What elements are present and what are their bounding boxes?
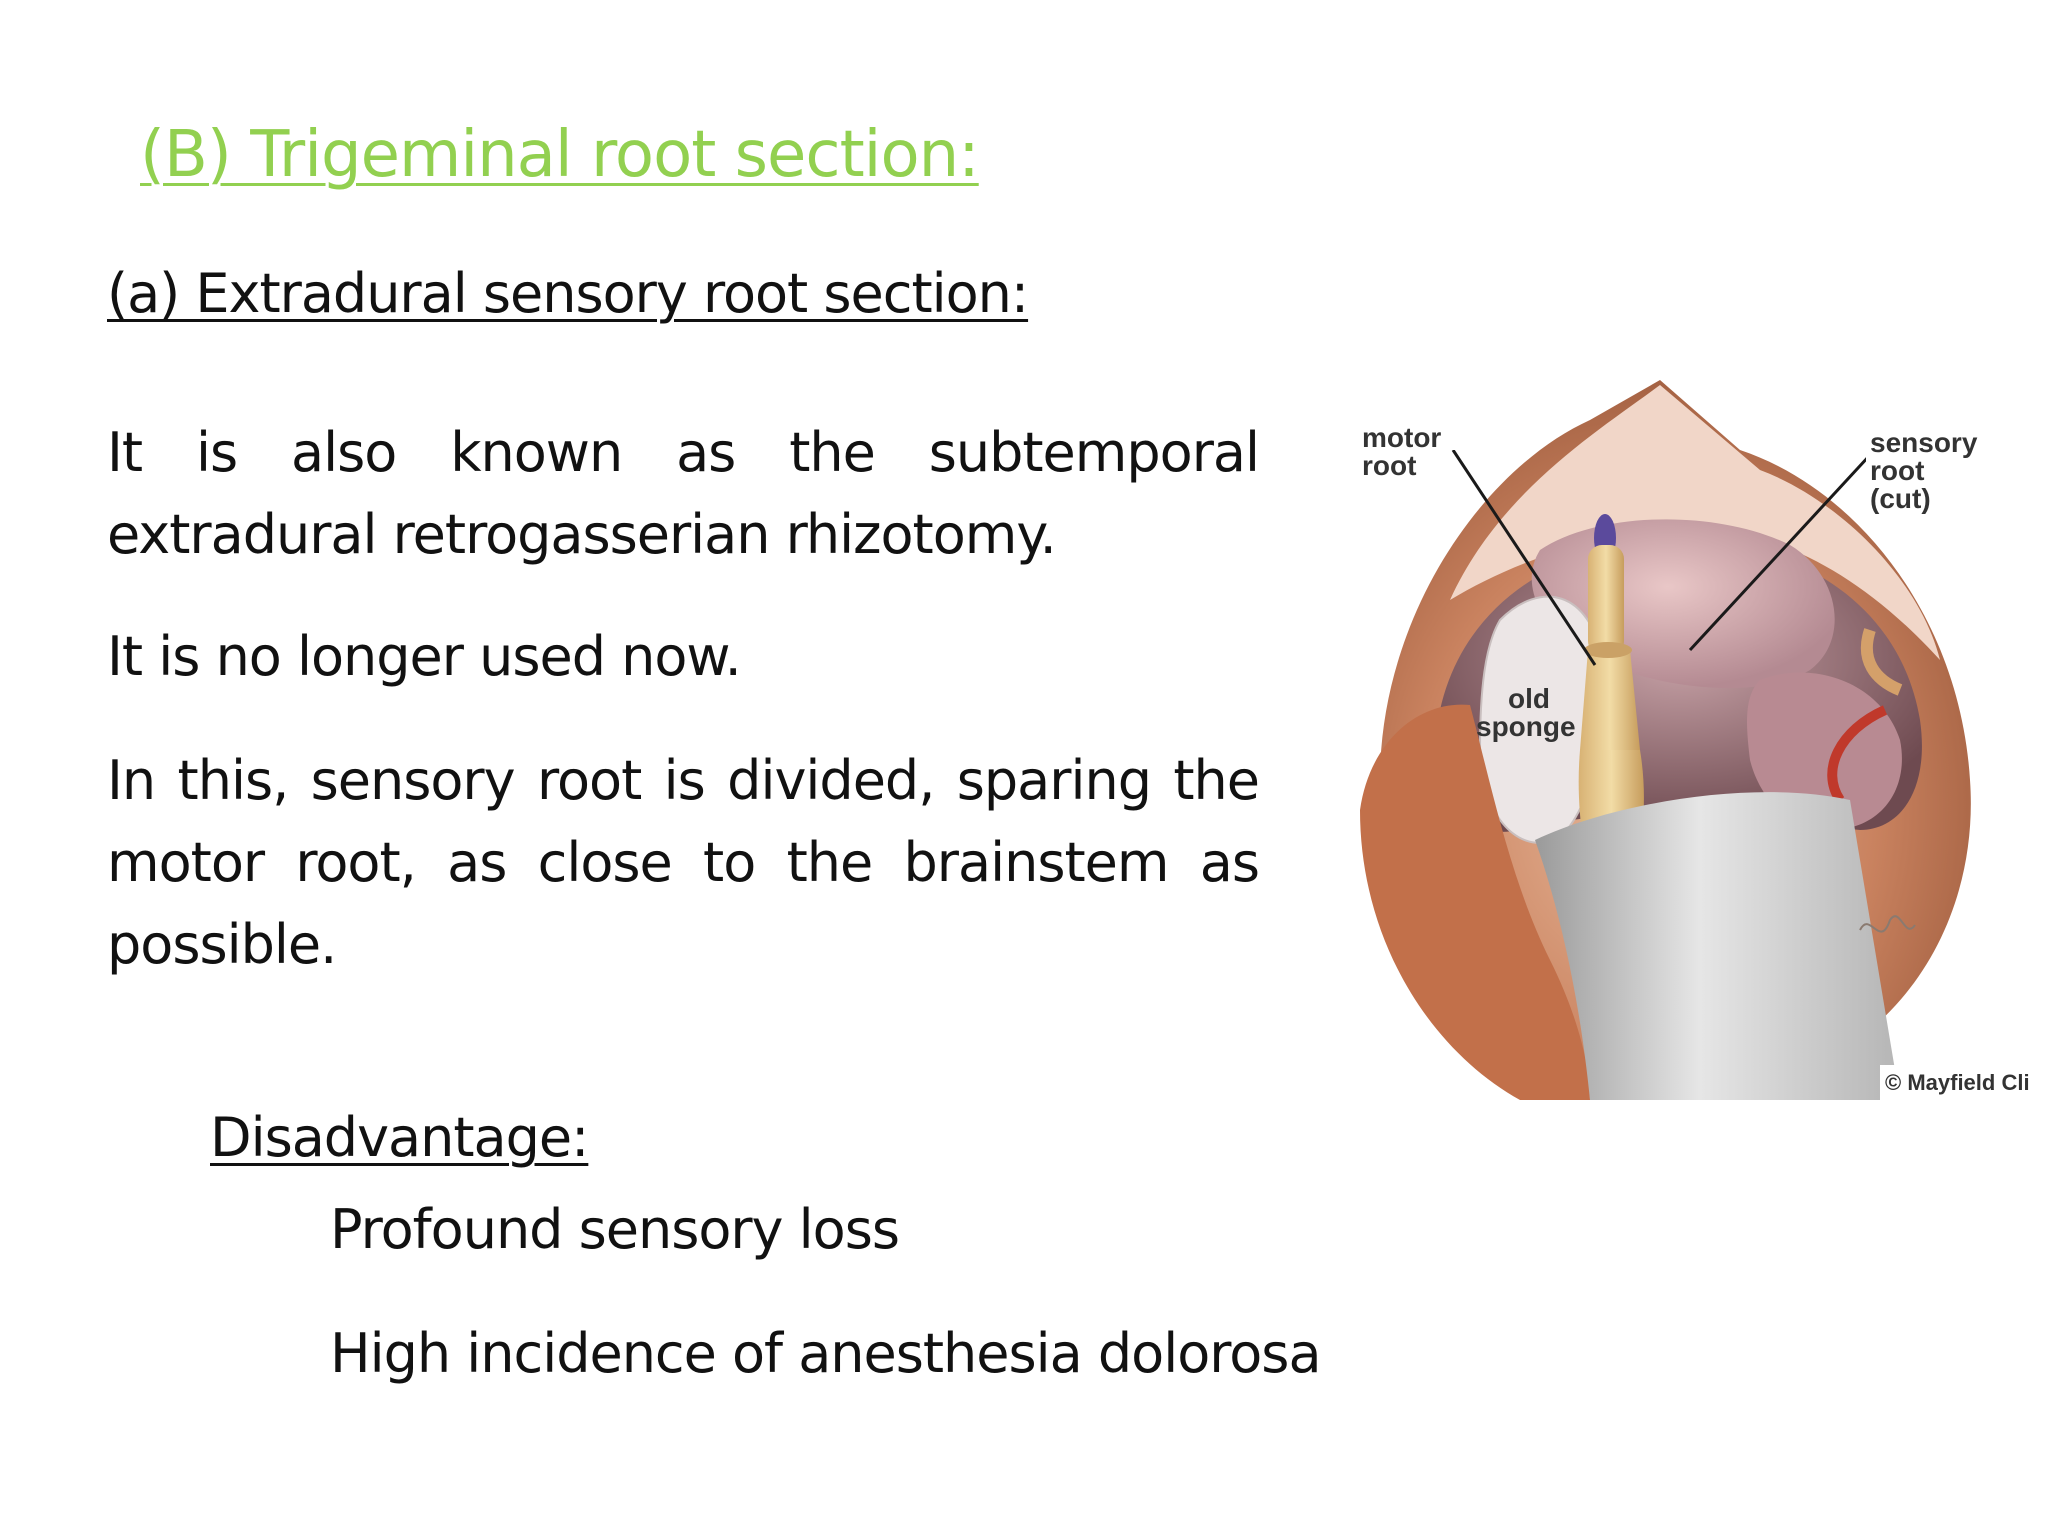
paragraph-also-known-as: It is also known as the subtemporal extr… — [107, 421, 1260, 566]
section-subheading: (a) Extradural sensory root section: — [107, 262, 1029, 325]
disadvantage-item: Profound sensory loss — [330, 1198, 900, 1261]
image-credit: © Mayfield Clinic — [1885, 1070, 2030, 1095]
old-sponge-label: old — [1508, 683, 1550, 714]
surgical-illustration: motor root sensory root (cut) old sponge… — [1340, 360, 2030, 1100]
sensory-root-label: sensory — [1870, 427, 1978, 458]
artist-signature — [1859, 915, 1916, 933]
slide-title: (B) Trigeminal root section: — [140, 118, 980, 192]
sensory-root-label: (cut) — [1870, 483, 1931, 514]
motor-root-label: motor — [1362, 422, 1441, 453]
disadvantage-item: High incidence of anesthesia dolorosa — [330, 1322, 1322, 1385]
paragraph-procedure-description: In this, sensory root is divided, sparin… — [107, 749, 1260, 976]
surgical-illustration-drawing: motor root sensory root (cut) old sponge… — [1340, 360, 2030, 1100]
sensory-root-label: root — [1870, 455, 1924, 486]
motor-root-label: root — [1362, 450, 1416, 481]
paragraph-no-longer-used: It is no longer used now. — [107, 625, 742, 688]
disadvantage-heading: Disadvantage: — [210, 1106, 589, 1169]
old-sponge-label: sponge — [1476, 711, 1576, 742]
